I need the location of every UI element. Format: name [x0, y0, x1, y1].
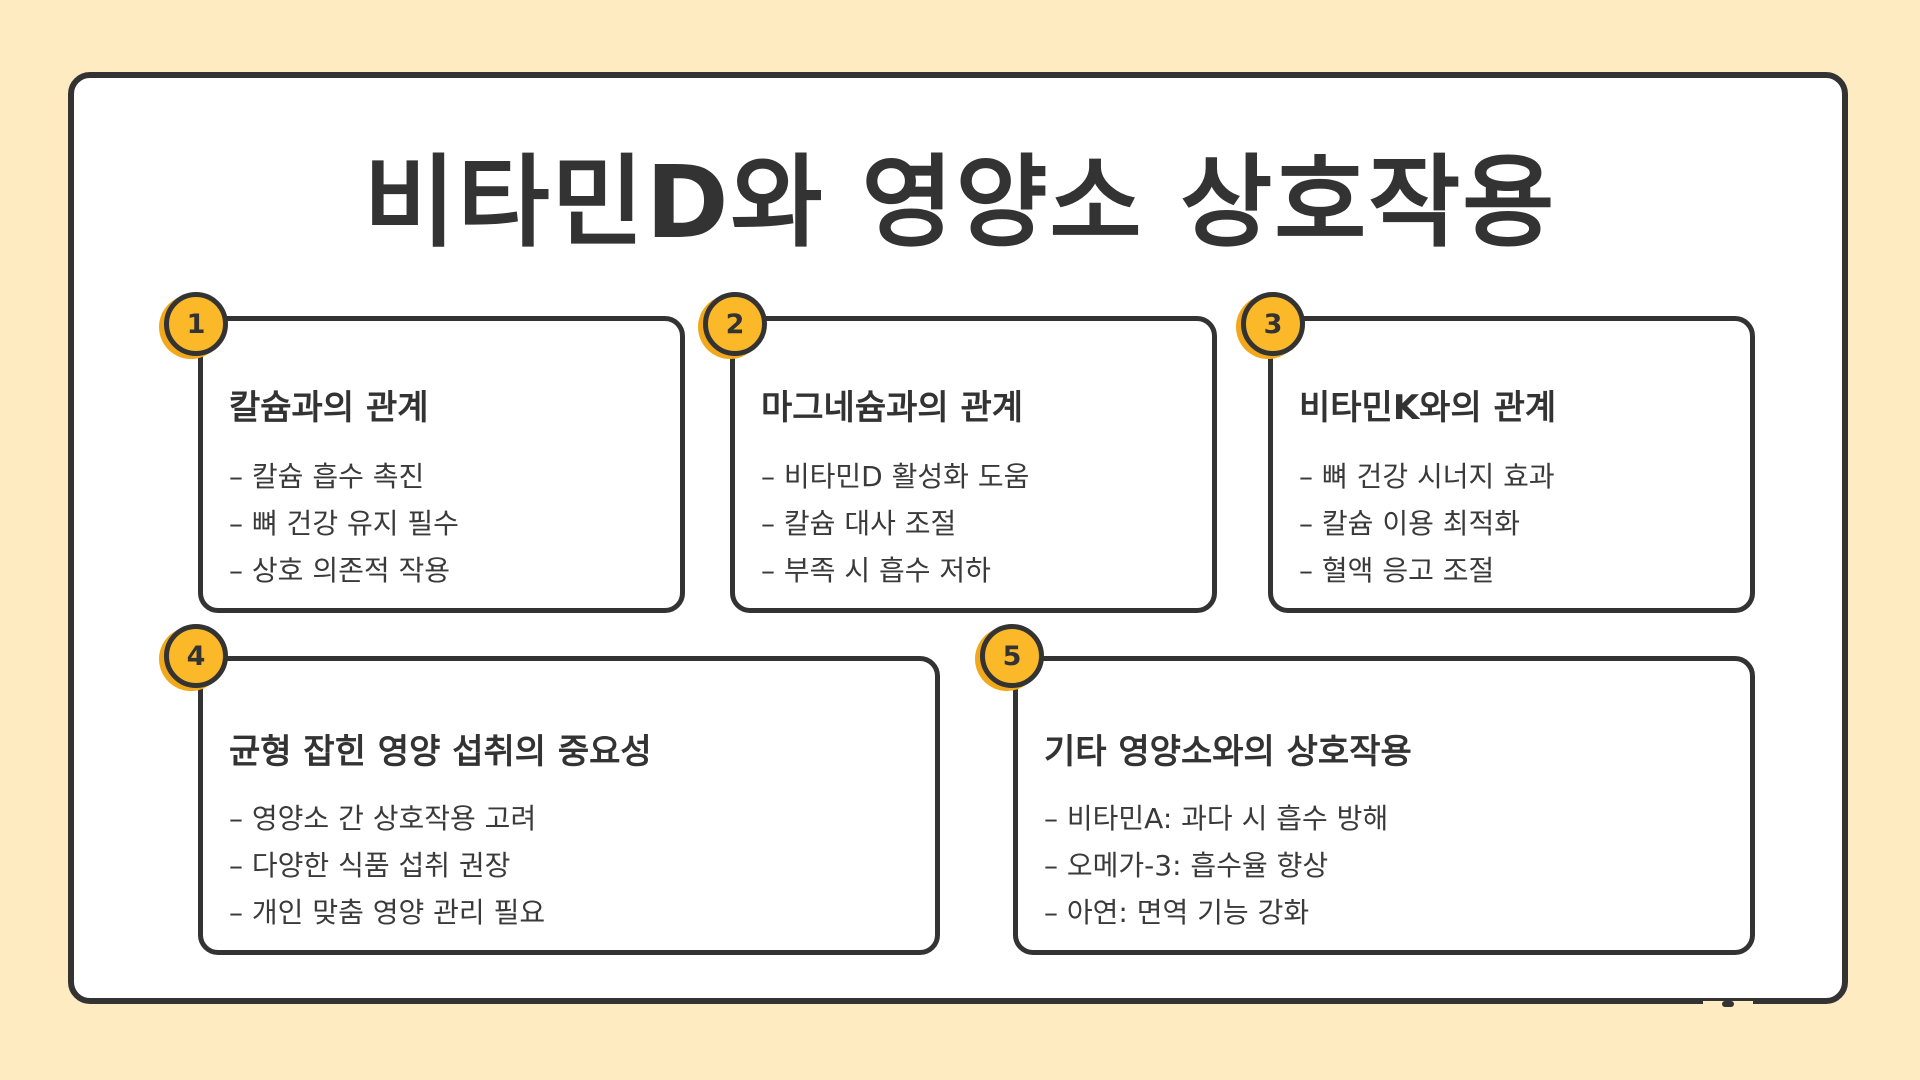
card-heading: 균형 잡힌 영양 섭취의 중요성: [229, 732, 652, 772]
card-heading: 기타 영양소와의 상호작용: [1044, 732, 1412, 772]
list-item: – 아연: 면역 기능 강화: [1044, 896, 1310, 929]
frame-dot: [1722, 1001, 1734, 1007]
list-item: – 칼슘 이용 최적화: [1299, 507, 1521, 540]
list-item: – 칼슘 흡수 촉진: [229, 460, 425, 493]
list-item: – 뼈 건강 시너지 효과: [1299, 460, 1555, 493]
number-badge: 5: [980, 624, 1044, 688]
card-list: – 칼슘 흡수 촉진 – 뼈 건강 유지 필수 – 상호 의존적 작용: [229, 453, 459, 594]
list-item: – 개인 맞춤 영양 관리 필요: [229, 896, 546, 929]
card-list: – 비타민D 활성화 도움 – 칼슘 대사 조절 – 부족 시 흡수 저하: [761, 453, 1029, 594]
list-item: – 뼈 건강 유지 필수: [229, 507, 459, 540]
list-item: – 비타민A: 과다 시 흡수 방해: [1044, 802, 1389, 835]
card-magnesium: 마그네슘과의 관계 – 비타민D 활성화 도움 – 칼슘 대사 조절 – 부족 …: [730, 316, 1217, 613]
card-heading: 마그네슘과의 관계: [761, 388, 1024, 428]
card-balanced-nutrition: 균형 잡힌 영양 섭취의 중요성 – 영양소 간 상호작용 고려 – 다양한 식…: [198, 656, 940, 955]
card-list: – 비타민A: 과다 시 흡수 방해 – 오메가-3: 흡수율 향상 – 아연:…: [1044, 795, 1388, 936]
list-item: – 혈액 응고 조절: [1299, 554, 1495, 587]
card-list: – 영양소 간 상호작용 고려 – 다양한 식품 섭취 권장 – 개인 맞춤 영…: [229, 795, 545, 936]
card-list: – 뼈 건강 시너지 효과 – 칼슘 이용 최적화 – 혈액 응고 조절: [1299, 453, 1555, 594]
card-heading: 칼슘과의 관계: [229, 388, 429, 428]
slide-title: 비타민D와 영양소 상호작용: [363, 144, 1557, 261]
number-badge: 1: [164, 292, 228, 356]
list-item: – 영양소 간 상호작용 고려: [229, 802, 537, 835]
number-badge: 3: [1241, 292, 1305, 356]
card-vitamin-k: 비타민K와의 관계 – 뼈 건강 시너지 효과 – 칼슘 이용 최적화 – 혈액…: [1268, 316, 1755, 613]
card-heading: 비타민K와의 관계: [1299, 388, 1557, 428]
list-item: – 다양한 식품 섭취 권장: [229, 849, 511, 882]
card-other-nutrients: 기타 영양소와의 상호작용 – 비타민A: 과다 시 흡수 방해 – 오메가-3…: [1013, 656, 1755, 955]
list-item: – 비타민D 활성화 도움: [761, 460, 1030, 493]
list-item: – 부족 시 흡수 저하: [761, 554, 991, 587]
card-calcium: 칼슘과의 관계 – 칼슘 흡수 촉진 – 뼈 건강 유지 필수 – 상호 의존적…: [198, 316, 685, 613]
list-item: – 칼슘 대사 조절: [761, 507, 957, 540]
list-item: – 상호 의존적 작용: [229, 554, 451, 587]
list-item: – 오메가-3: 흡수율 향상: [1044, 849, 1329, 882]
number-badge: 4: [164, 624, 228, 688]
number-badge: 2: [703, 292, 767, 356]
